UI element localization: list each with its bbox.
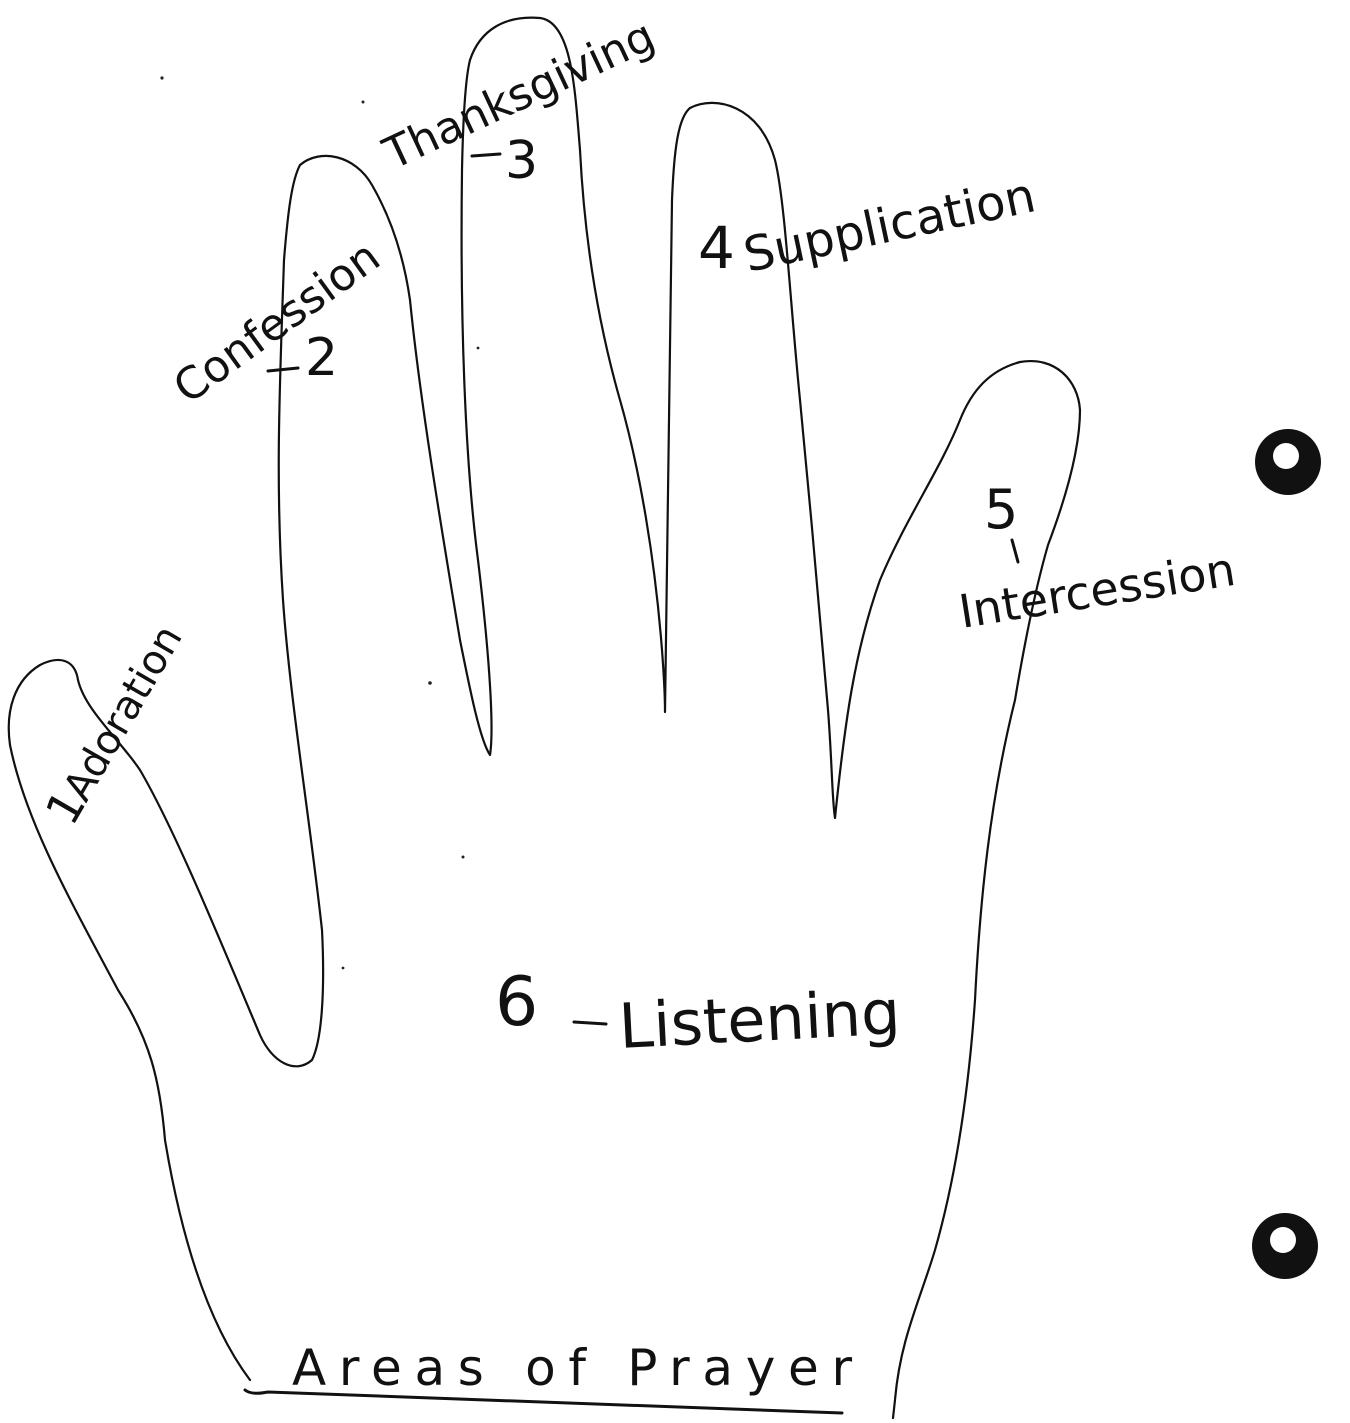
finger-2-annotation: Confession 2	[164, 231, 389, 414]
finger-4-label: Supplication	[739, 167, 1040, 283]
finger-4-annotation: 4 Supplication	[698, 167, 1040, 283]
finger-2-label: Confession	[164, 231, 389, 414]
finger-1-label: Adoration	[55, 618, 192, 809]
finger-3-annotation: Thanksgiving 3	[375, 10, 662, 191]
finger-4-number: 4	[698, 214, 735, 282]
binder-hole-bottom	[1252, 1213, 1318, 1279]
paper-specks	[160, 76, 479, 969]
binder-hole-top	[1255, 429, 1321, 495]
palm-annotation: 6 Listening	[495, 963, 902, 1063]
palm-number: 6	[495, 963, 538, 1042]
page-title: Areas of Prayer	[292, 1339, 852, 1397]
finger-5-label: Intercession	[955, 542, 1239, 639]
finger-1-annotation: 1 Adoration	[35, 614, 193, 833]
finger-5-number: 5	[984, 478, 1018, 541]
palm-label: Listening	[617, 975, 902, 1063]
finger-2-number: 2	[305, 328, 338, 388]
finger-3-number: 3	[505, 131, 538, 191]
finger-5-annotation: 5 Intercession	[955, 478, 1239, 639]
